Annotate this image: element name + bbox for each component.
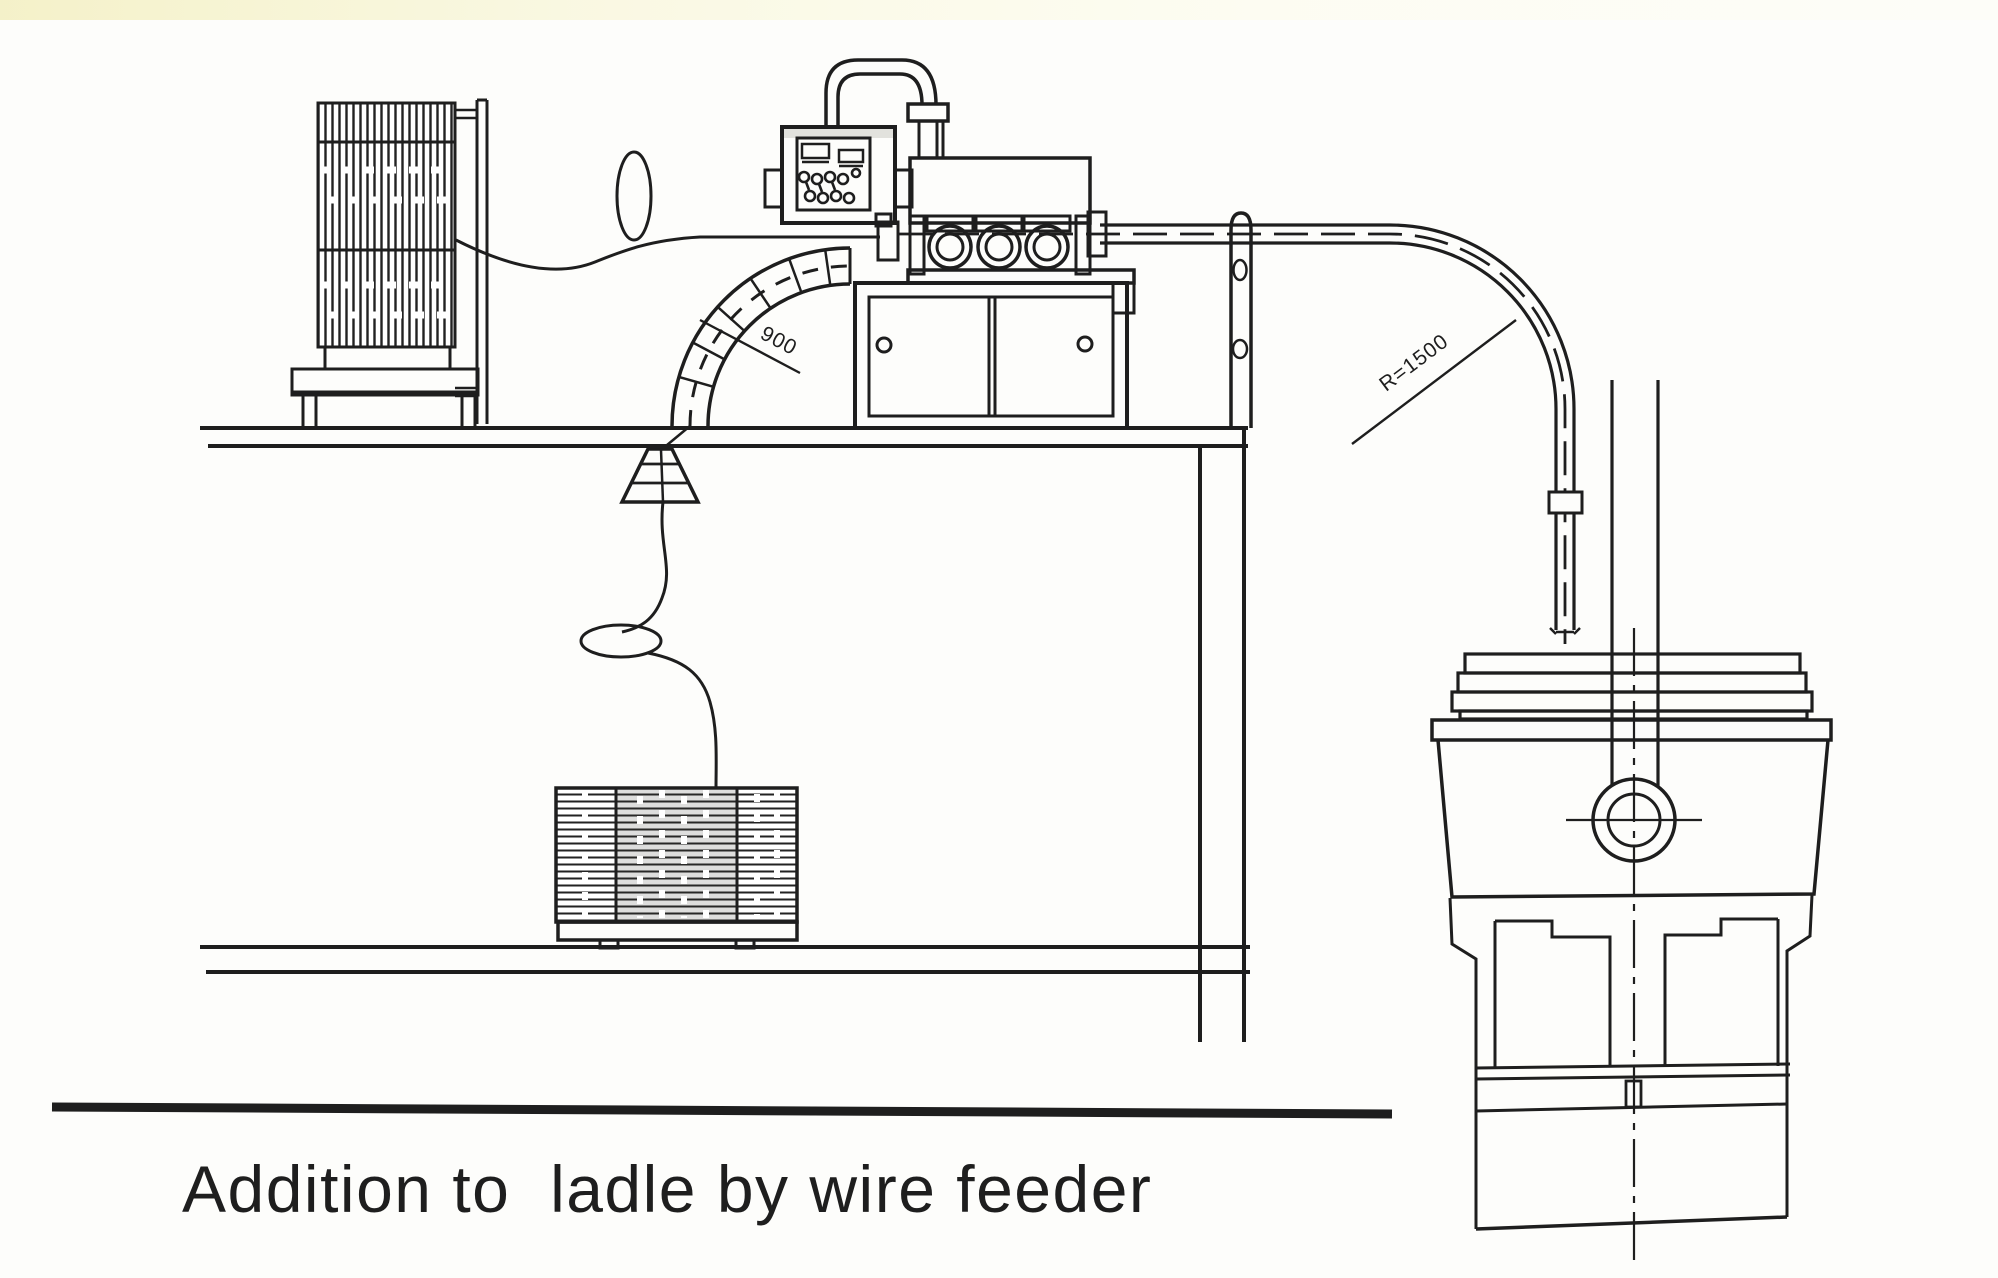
upper-wire-coil [290, 98, 489, 430]
guide-segments [678, 249, 832, 389]
coil-texture [321, 166, 453, 319]
display-window-right [837, 148, 865, 164]
diagram-caption: Addition to ladle by wire feeder [182, 1152, 1152, 1226]
lower-coil-texture [582, 790, 780, 918]
wire-inlet-guide [876, 220, 900, 262]
dimension-900-leader [699, 318, 801, 375]
support-column [1198, 428, 1246, 1042]
cabinet-door-handle-left [875, 336, 893, 354]
dimension-r1500-label: R=1500 [1375, 330, 1453, 397]
ladle-rim-rings [1430, 652, 1833, 742]
wire-centerline [898, 232, 1567, 644]
cabinet-door-handle-right [1076, 335, 1094, 353]
coil-dark-band [616, 790, 737, 920]
coil-body [316, 101, 457, 349]
baseline-rule [51, 1102, 1393, 1119]
conduit-support-post [1229, 211, 1253, 428]
carry-handle [824, 58, 950, 158]
panel-face [795, 136, 872, 212]
panel-tab-right [893, 168, 914, 209]
handle-collar [906, 102, 950, 123]
display-window-left [800, 142, 831, 160]
coil-pallet [290, 345, 480, 430]
feeder-top-box [908, 156, 1092, 225]
conduit-coupling [1547, 490, 1584, 515]
panel-knobs [797, 167, 862, 205]
dimension-r1500: R=1500 [1351, 319, 1517, 445]
upper-wire-run [455, 150, 880, 271]
lower-wire-run [579, 501, 718, 790]
roller-1 [927, 224, 973, 270]
feeder-cabinet [853, 281, 1136, 430]
lower-wire-coil [554, 786, 799, 950]
dimension-900: 900 [699, 318, 801, 375]
scan-tint-band [0, 0, 1998, 20]
lower-coil-pallet [556, 920, 799, 950]
ladle [1430, 380, 1833, 1266]
segmented-guide-bend [670, 246, 852, 427]
wire-conduit [898, 223, 1584, 644]
lower-platform [200, 945, 1250, 974]
ladle-body [1436, 739, 1830, 899]
wire-feeder-machine [853, 156, 1136, 430]
control-panel [763, 125, 914, 228]
dimension-r1500-leader [1351, 319, 1517, 445]
panel-foot [874, 212, 893, 228]
panel-tab-left [763, 168, 784, 209]
funnel-guide [619, 425, 701, 504]
coil-bands [318, 140, 455, 252]
upper-platform [200, 426, 1248, 448]
lower-wire-loop [579, 623, 663, 659]
panel-shading [784, 128, 893, 138]
coil-mast [455, 98, 489, 424]
roller-3 [1024, 224, 1070, 270]
ladle-bottom-assembly [1448, 894, 1814, 1231]
wire-pigtail-loop [615, 150, 653, 242]
roller-2 [976, 224, 1022, 270]
